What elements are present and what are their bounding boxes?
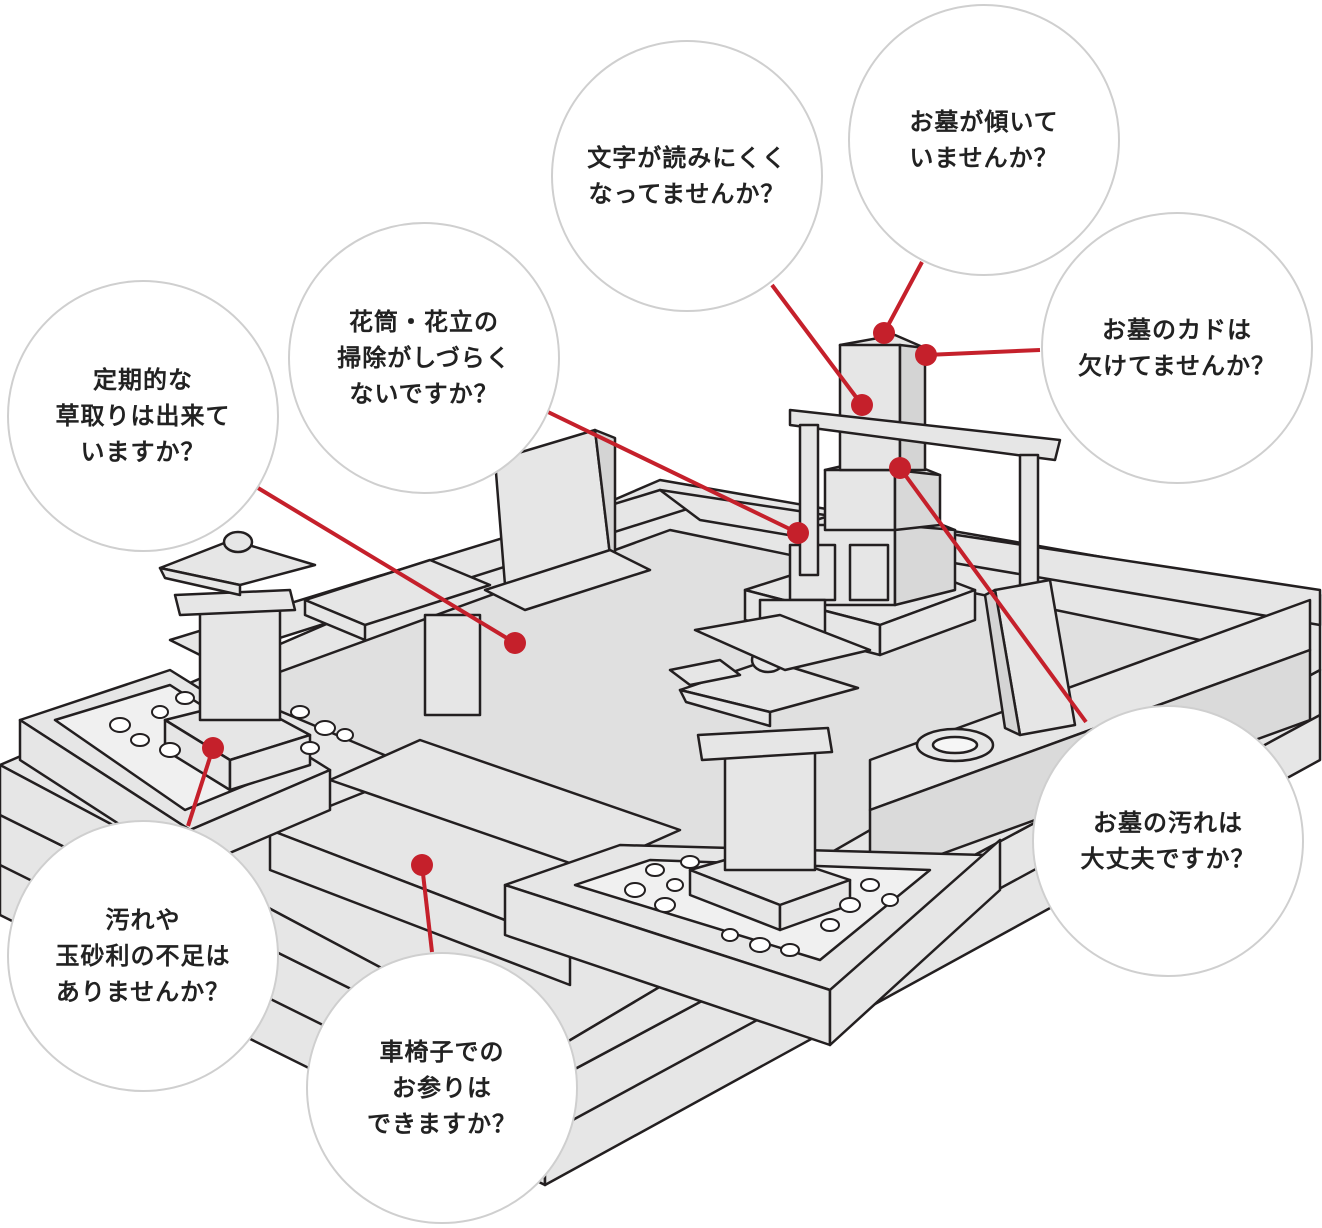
tomb-base-1-side (893, 468, 942, 532)
leader-line-weeding (256, 486, 517, 645)
leader-dot-lettering (851, 394, 873, 416)
callout-tilt-text: お墓が傾いて いませんか？ (909, 108, 1059, 172)
callout-wheelchair-text: 車椅子での お参りは できますか？ (367, 1038, 517, 1138)
right-planter-face-right (828, 838, 1002, 1047)
leader-dot-chipped (915, 344, 937, 366)
right-lantern-roof-face (678, 688, 772, 728)
callout-weeding: 定期的な 草取りは出来て いますか？ (7, 280, 279, 552)
leader-dot-wheelchair (411, 854, 433, 876)
leader-line-chipped (925, 348, 1041, 357)
aisle-step-2 (328, 738, 682, 872)
gate-post-left (798, 423, 820, 577)
leader-lines (186, 261, 1088, 953)
water-basin-bowl (931, 735, 979, 755)
left-lantern-roof-face (158, 566, 242, 597)
leader-dot-flower-vase (787, 522, 809, 544)
left-lantern-post (198, 603, 282, 722)
offering-stone (693, 613, 872, 672)
right-lantern-cap (696, 726, 834, 762)
leader-line-flower-vase (547, 410, 799, 535)
callout-tilt: お墓が傾いて いませんか？ (848, 4, 1120, 276)
leader-line-gravel (186, 747, 215, 827)
stone-lantern-post (423, 613, 482, 717)
leader-dot-dirt (889, 457, 911, 479)
callout-dirt-text: お墓の汚れは 大丈夫ですか？ (1080, 809, 1256, 873)
left-lantern-cap (173, 588, 297, 617)
left-lantern-base-face-r (228, 733, 312, 792)
gravel-stones (109, 691, 899, 957)
bench-face (303, 598, 367, 642)
leader-line-wheelchair (420, 864, 434, 953)
callout-dirt: お墓の汚れは 大丈夫ですか？ (1032, 705, 1304, 977)
callout-chipped-text: お墓のカドは 欠けてませんか？ (1077, 316, 1277, 380)
right-lantern-post (723, 743, 817, 872)
gate-beam (788, 408, 1062, 462)
aisle-step-1-face (268, 828, 572, 987)
callout-chipped: お墓のカドは 欠けてませんか？ (1041, 212, 1313, 484)
left-lantern-finial (222, 530, 254, 554)
callout-gravel: 汚れや 玉砂利の不足は ありませんか？ (7, 820, 279, 1092)
leader-dot-tilt (873, 322, 895, 344)
callout-lettering: 文字が読みにくく なってませんか？ (551, 40, 823, 312)
small-step (668, 658, 742, 687)
callout-lettering-text: 文字が読みにくく なってませんか？ (587, 144, 787, 208)
leader-line-dirt (898, 466, 1088, 724)
callout-weeding-text: 定期的な 草取りは出来て いますか？ (55, 366, 231, 466)
callout-wheelchair: 車椅子での お参りは できますか？ (306, 952, 578, 1224)
leader-line-tilt (882, 261, 924, 334)
tomb-base-1-front (823, 468, 897, 532)
leader-line-lettering (770, 283, 864, 407)
callout-flower-vase: 花筒・花立の 掃除がしづらく ないですか？ (288, 222, 560, 494)
leader-dot-gravel (202, 737, 224, 759)
epitaph-tablet-base (483, 548, 652, 612)
callout-gravel-text: 汚れや 玉砂利の不足は ありませんか？ (55, 906, 231, 1006)
tomb-base-2-side (893, 523, 957, 607)
tomb-base-3-face-r (878, 588, 977, 657)
callout-flower-vase-text: 花筒・花立の 掃除がしづらく ないですか？ (337, 308, 511, 408)
leader-dot-weeding (504, 632, 526, 654)
flower-vase-right (848, 543, 890, 602)
